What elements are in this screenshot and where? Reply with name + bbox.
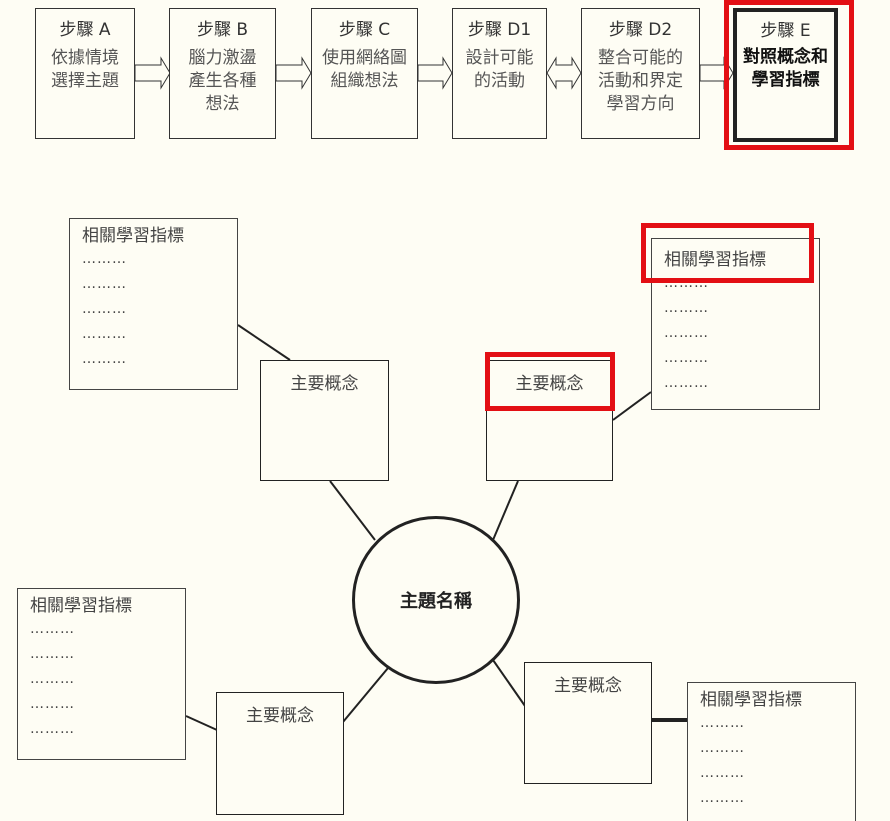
indicator-title: 相關學習指標 — [30, 596, 132, 616]
concept-label: 主要概念 — [246, 706, 314, 726]
step-e-current: 步驟 E 對照概念和 學習指標 — [733, 8, 838, 142]
step-desc-line: 組織想法 — [330, 71, 399, 91]
link-concept-tl-indicator — [237, 324, 291, 361]
link-concept-bl-indicator — [185, 715, 218, 731]
step-desc-line: 活動和界定 — [598, 71, 683, 91]
indicator-item: ……… — [700, 715, 745, 731]
indicator-item: ……… — [700, 790, 745, 806]
step-title: 步驟 C — [338, 20, 391, 40]
step-c: 步驟 C 使用網絡圖 組織想法 — [311, 8, 418, 139]
arrow-d1-d2-double — [546, 56, 582, 90]
step-desc-line: 對照概念和 — [743, 47, 828, 67]
step-desc-line: 產生各種 — [188, 71, 257, 91]
indicator-item: ……… — [82, 326, 127, 342]
indicator-item: ……… — [82, 351, 127, 367]
concept-box-top-left: 主要概念 — [260, 360, 389, 481]
indicator-item: ……… — [664, 300, 709, 316]
step-title: 步驟 A — [59, 20, 111, 40]
step-desc-line: 腦力激盪 — [188, 48, 257, 68]
step-title: 步驟 D1 — [467, 20, 532, 40]
concept-box-bottom-left: 主要概念 — [216, 692, 344, 815]
indicator-item: ……… — [82, 276, 127, 292]
step-b: 步驟 B 腦力激盪 產生各種 想法 — [169, 8, 276, 139]
indicator-item: ……… — [664, 375, 709, 391]
indicator-item: ……… — [30, 621, 75, 637]
step-desc-line: 設計可能 — [465, 48, 534, 68]
step-title: 步驟 B — [196, 20, 249, 40]
indicator-item: ……… — [664, 350, 709, 366]
arrow-c-d1 — [417, 56, 453, 90]
indicator-item: ……… — [82, 301, 127, 317]
indicator-box-top-left: 相關學習指標 ……… ……… ……… ……… ……… — [69, 218, 238, 390]
link-hub-concept-bl — [342, 667, 389, 723]
step-desc-line: 選擇主題 — [51, 71, 119, 91]
step-desc-line: 想法 — [205, 94, 240, 114]
step-a: 步驟 A 依據情境 選擇主題 — [35, 8, 135, 139]
step-title: 步驟 E — [760, 21, 811, 41]
link-hub-concept-tr — [492, 480, 519, 541]
indicator-item: ……… — [30, 671, 75, 687]
link-concept-tr-indicator — [612, 391, 652, 421]
highlight-frame-step-e — [724, 0, 854, 150]
link-hub-concept-tl — [329, 480, 376, 541]
indicator-title: 相關學習指標 — [664, 250, 766, 270]
indicator-item: ……… — [664, 325, 709, 341]
step-d2: 步驟 D2 整合可能的 活動和界定 學習方向 — [581, 8, 700, 139]
indicator-item: ……… — [30, 696, 75, 712]
arrow-a-b — [134, 56, 171, 90]
step-desc-line: 整合可能的 — [598, 48, 683, 68]
indicator-title: 相關學習指標 — [82, 226, 184, 246]
step-d1: 步驟 D1 設計可能 的活動 — [452, 8, 547, 139]
indicator-box-bottom-left: 相關學習指標 ……… ……… ……… ……… ……… — [17, 588, 186, 760]
step-desc-line: 學習指標 — [751, 70, 820, 90]
concept-label: 主要概念 — [554, 676, 622, 696]
indicator-item: ……… — [30, 646, 75, 662]
indicator-box-top-right: 相關學習指標 ……… ……… ……… ……… ……… — [651, 238, 820, 410]
indicator-box-bottom-right: 相關學習指標 ……… ……… ……… ……… — [687, 682, 856, 821]
highlight-frame-concept — [485, 352, 615, 411]
topic-hub-circle: 主題名稱 — [352, 516, 520, 684]
indicator-item: ……… — [82, 251, 127, 267]
concept-label: 主要概念 — [290, 374, 359, 394]
step-title: 步驟 D2 — [608, 20, 673, 40]
highlight-frame-indicator — [641, 223, 814, 283]
step-desc-line: 學習方向 — [606, 94, 675, 114]
link-hub-concept-br — [492, 659, 526, 707]
concept-box-top-right: 主要概念 — [486, 360, 613, 481]
step-desc-line: 的活動 — [474, 71, 525, 91]
arrow-b-c — [275, 56, 312, 90]
indicator-title: 相關學習指標 — [700, 690, 802, 710]
step-desc-line: 依據情境 — [51, 48, 119, 68]
topic-hub-label: 主題名稱 — [400, 591, 472, 612]
indicator-item: ……… — [700, 740, 745, 756]
concept-label: 主要概念 — [515, 374, 584, 394]
step-desc-line: 使用網絡圖 — [322, 48, 407, 68]
indicator-item: ……… — [700, 765, 745, 781]
indicator-item: ……… — [30, 721, 75, 737]
concept-box-bottom-right: 主要概念 — [524, 662, 652, 784]
